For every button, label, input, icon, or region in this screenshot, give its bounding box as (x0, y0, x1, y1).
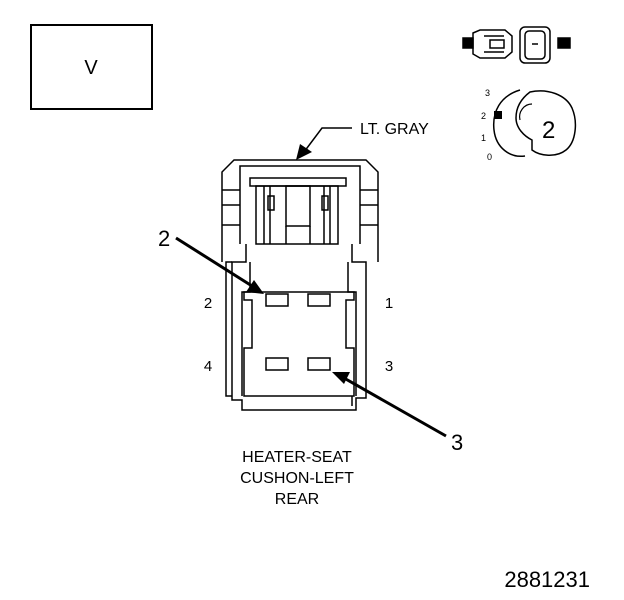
callout-3-label: 3 (451, 430, 463, 455)
view-box-label: V (84, 57, 98, 79)
connector-title-line-3: REAR (275, 491, 319, 508)
pin-label-2: 2 (204, 295, 212, 312)
callout-3-arrowhead (332, 372, 350, 384)
position-selected-value: 2 (542, 117, 555, 144)
connector-title-line-1: HEATER-SEAT (242, 449, 352, 466)
color-callout-arrowhead (296, 144, 312, 160)
figure-number: 2881231 (504, 567, 590, 592)
scale-label-1: 1 (481, 133, 486, 143)
color-callout-label: LT. GRAY (360, 121, 429, 138)
scale-label-3: 3 (485, 88, 490, 98)
callout-2-leader (175, 236, 253, 288)
pin-label-1: 1 (385, 295, 393, 312)
callout-3-leader (343, 376, 447, 438)
connector-title-line-2: CUSHON-LEFT (240, 470, 354, 487)
scale-label-0: 0 (487, 152, 492, 162)
callout-2-label: 2 (158, 226, 170, 251)
view-box (30, 24, 153, 110)
callout-2-arrowhead (246, 280, 264, 294)
connector-body (221, 159, 379, 411)
scale-label-2: 2 (481, 111, 486, 121)
connector-mini-icon (462, 26, 571, 64)
position-selector-icon: 3 2 1 0 2 (481, 88, 577, 162)
pin-label-4: 4 (204, 358, 212, 375)
color-callout-leader (303, 127, 352, 153)
pin-label-3: 3 (385, 358, 393, 375)
